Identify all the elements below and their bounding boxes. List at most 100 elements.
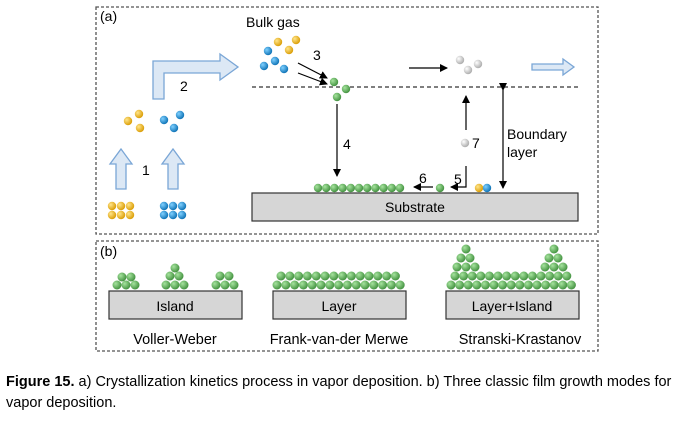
green-atom xyxy=(387,183,396,193)
voller-weber-label: Voller-Weber xyxy=(133,332,217,348)
green-atom xyxy=(553,253,563,263)
boundary-label-line2: layer xyxy=(507,144,538,160)
green-atom xyxy=(465,253,475,263)
green-atom xyxy=(229,280,239,290)
green-atom xyxy=(360,280,370,290)
green-atom xyxy=(379,183,388,193)
green-atom xyxy=(329,271,339,281)
green-atom xyxy=(395,280,405,290)
desorbing-gray-atom xyxy=(460,138,470,148)
green-atom xyxy=(285,271,295,281)
step-4-label: 4 xyxy=(343,136,351,152)
green-atom xyxy=(215,271,225,281)
green-atom xyxy=(298,280,308,290)
green-atom xyxy=(549,244,559,254)
green-atom xyxy=(532,280,542,290)
green-atom xyxy=(502,271,512,281)
green-atom xyxy=(371,183,380,193)
green-atom xyxy=(452,262,462,272)
green-atom xyxy=(480,280,490,290)
green-atom xyxy=(342,280,352,290)
outline-arrow-up-left xyxy=(108,147,134,190)
green-atom xyxy=(472,280,482,290)
green-atom xyxy=(290,280,300,290)
layer-island-mode-atoms xyxy=(446,244,576,290)
green-atom xyxy=(549,280,559,290)
green-atom xyxy=(311,271,321,281)
green-atom xyxy=(461,244,471,254)
green-atom xyxy=(112,280,122,290)
bulk-gas-atoms xyxy=(259,35,301,74)
green-atom xyxy=(126,272,136,282)
green-atom xyxy=(272,280,282,290)
green-atom xyxy=(313,183,323,193)
green-atom xyxy=(540,262,550,272)
step-3-arrow-lower xyxy=(297,72,328,86)
figure-graphic: (a) Bulk gas 1 2 3 4 B xyxy=(95,6,599,352)
frank-van-der-merwe-label: Frank-van-der Merwe xyxy=(270,332,409,348)
green-atom xyxy=(170,263,180,273)
green-atom xyxy=(330,183,339,193)
island-box-label: Island xyxy=(156,298,193,314)
green-atom xyxy=(325,280,335,290)
green-atom xyxy=(558,280,568,290)
panel-b-label: (b) xyxy=(100,243,117,259)
step-5-label: 5 xyxy=(454,171,462,187)
green-atom xyxy=(395,183,405,193)
surface-green-row xyxy=(313,183,405,193)
green-atom xyxy=(322,183,331,193)
panel-a-frame xyxy=(95,6,599,235)
layer-mode-atoms xyxy=(272,271,405,290)
yellow-precursor-cluster xyxy=(107,201,135,220)
green-atom xyxy=(281,280,291,290)
green-atom xyxy=(519,271,529,281)
vaporized-blue-atoms xyxy=(159,110,185,133)
green-atom xyxy=(476,271,486,281)
step-1-label: 1 xyxy=(142,162,150,178)
substrate-block xyxy=(251,192,579,222)
green-atom xyxy=(527,271,537,281)
green-atom xyxy=(510,271,520,281)
green-atom xyxy=(354,183,364,193)
outline-flow-arrow xyxy=(531,57,576,77)
step-3-arrow-upper xyxy=(297,62,328,79)
island-substrate xyxy=(108,290,243,320)
green-atom xyxy=(224,271,234,281)
step-2-label: 2 xyxy=(180,78,188,94)
green-atom xyxy=(373,271,383,281)
green-atom xyxy=(161,280,171,290)
gray-product-atoms xyxy=(455,55,483,75)
outline-bent-arrow xyxy=(152,52,240,100)
stranski-krastanov-label: Stranski-Krastanov xyxy=(459,332,582,348)
green-atom xyxy=(558,262,568,272)
step-5-arrow xyxy=(450,166,467,191)
boundary-label-line1: Boundary xyxy=(507,126,567,142)
green-atom xyxy=(450,271,460,281)
green-atom xyxy=(369,280,379,290)
green-atom xyxy=(493,271,503,281)
caption-label: Figure 15. xyxy=(6,374,75,390)
green-atom xyxy=(506,280,516,290)
green-atom xyxy=(463,280,473,290)
intermediate-green-atoms xyxy=(329,77,351,102)
green-atom xyxy=(382,271,392,281)
green-atom xyxy=(334,280,344,290)
panel-b-frame xyxy=(95,240,599,352)
green-atom xyxy=(363,183,372,193)
green-atom xyxy=(364,271,374,281)
green-atom xyxy=(117,272,127,282)
green-atom xyxy=(544,253,554,263)
green-atom xyxy=(390,271,400,281)
layer-island-substrate xyxy=(445,290,580,320)
green-atom xyxy=(553,271,563,281)
caption-text: a) Crystallization kinetics process in v… xyxy=(6,374,672,411)
bulk-gas-label: Bulk gas xyxy=(246,14,300,30)
green-atom xyxy=(461,262,471,272)
green-atom xyxy=(211,280,221,290)
green-atom xyxy=(455,280,465,290)
green-atom xyxy=(470,262,480,272)
green-atom xyxy=(446,280,456,290)
green-atom xyxy=(467,271,477,281)
green-atom xyxy=(220,280,230,290)
green-atom xyxy=(536,271,546,281)
